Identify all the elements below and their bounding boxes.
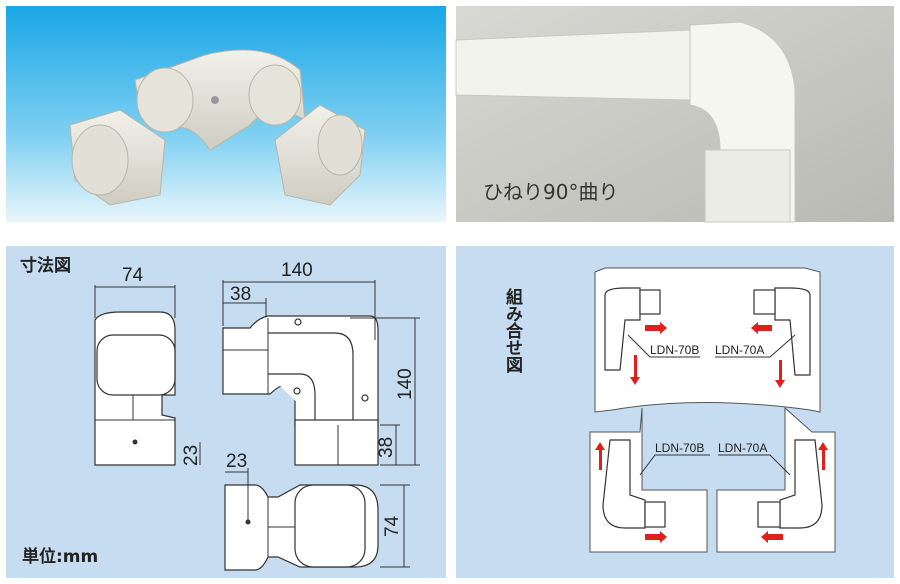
installed-photo: ひねり90°曲り	[455, 6, 894, 223]
assembly-title-1: 組み合せ図	[502, 287, 523, 373]
assembly-top-right-fittings: LDN-70A	[715, 287, 811, 388]
assembly-top-left-fittings: LDN-70B	[604, 287, 700, 385]
label-top-right: LDN-70A	[715, 343, 764, 357]
elbow-bottom-view-drawing: 23 74	[224, 451, 410, 571]
label-bottom-right: LDN-70A	[718, 441, 767, 455]
dim-overall-width: 140	[281, 260, 313, 281]
assembly-bottom-right-fittings: LDN-70A	[718, 439, 828, 543]
label-top-left: LDN-70B	[650, 343, 699, 357]
dim-hole-offset-bottom: 23	[226, 451, 247, 472]
elbow-side-view-drawing: 140 38 140 38	[222, 260, 420, 466]
dim-front-width: 74	[122, 265, 144, 286]
photo-caption: ひねり90°曲り	[483, 180, 618, 204]
socket-fitting-right-image	[274, 104, 366, 206]
dimension-title: 寸法図	[20, 255, 71, 276]
front-view-drawing: 74 23	[94, 265, 202, 466]
dim-hole-offset-front: 23	[181, 445, 202, 466]
dimension-drawing-panel: 寸法図 単位:mm 74 23 140	[6, 246, 446, 578]
unit-label: 単位:mm	[22, 546, 98, 567]
assembly-drawing-panel: 組み合せ図 LDN-70B LDN-70A LDN	[456, 246, 894, 578]
socket-fitting-left-image	[69, 109, 166, 206]
dim-socket-depth-top: 38	[230, 284, 251, 305]
label-bottom-left: LDN-70B	[655, 441, 704, 455]
elbow-fitting-image	[134, 49, 306, 151]
dim-overall-height: 140	[395, 368, 416, 400]
assembly-bottom-left-fittings: LDN-70B	[595, 439, 710, 543]
dim-bottom-height: 74	[382, 515, 403, 537]
dim-socket-depth-side: 38	[376, 437, 397, 458]
product-photo	[6, 6, 446, 222]
